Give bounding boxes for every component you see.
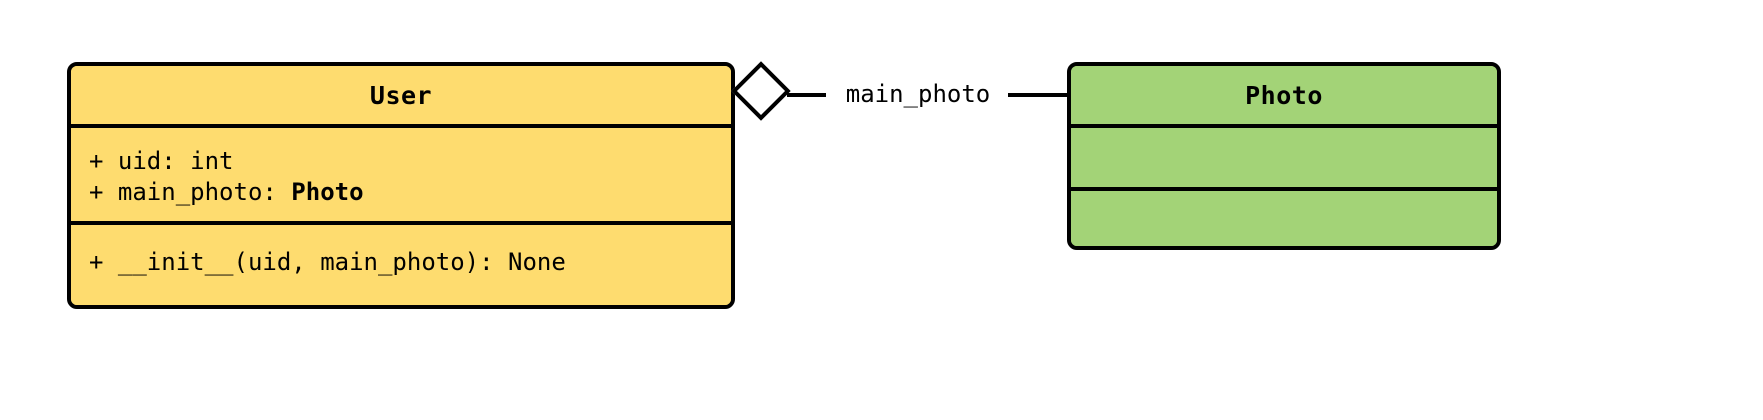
uml-class-photo-divider-1 [1071, 124, 1497, 128]
uml-class-user-methods: + __init__(uid, main_photo): None [71, 225, 731, 305]
uml-class-photo-attributes [1071, 128, 1497, 187]
uml-attribute-uid: + uid: int [89, 147, 234, 175]
uml-class-user-attributes: + uid: int + main_photo: Photo [71, 128, 731, 221]
aggregation-diamond-icon [731, 61, 791, 121]
uml-attribute-main-photo: + main_photo: Photo [89, 177, 713, 208]
uml-class-photo-divider-2 [1071, 187, 1497, 191]
uml-class-user-divider-2 [71, 221, 731, 225]
uml-class-user-title: User [71, 66, 731, 124]
uml-attribute-main-photo-name: + main_photo: [89, 177, 292, 206]
uml-class-user[interactable]: User + uid: int + main_photo: Photo + __… [67, 62, 735, 309]
uml-class-photo-title: Photo [1071, 66, 1497, 124]
uml-class-photo-methods [1071, 191, 1497, 246]
association-line-right [1008, 93, 1069, 97]
uml-method-init: + __init__(uid, main_photo): None [89, 248, 566, 276]
association-label-main-photo: main_photo [826, 80, 1010, 108]
association-line-left [787, 93, 827, 97]
uml-class-photo[interactable]: Photo [1067, 62, 1501, 250]
uml-class-user-divider-1 [71, 124, 731, 128]
uml-attribute-main-photo-type: Photo [291, 177, 364, 206]
